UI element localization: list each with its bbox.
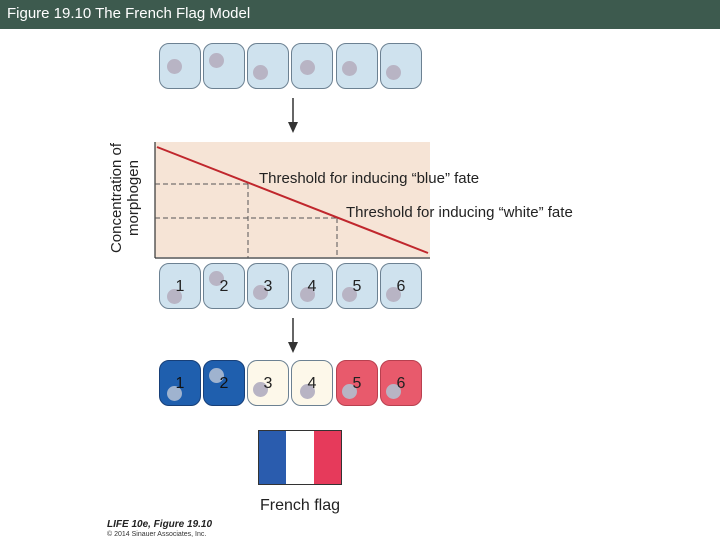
cell — [380, 43, 422, 89]
cell-number: 1 — [175, 375, 185, 392]
nucleus — [209, 368, 224, 383]
cell-number: 5 — [352, 278, 362, 295]
nucleus — [342, 384, 357, 399]
french-flag — [258, 430, 342, 485]
cell-number: 2 — [219, 278, 229, 295]
nucleus — [253, 382, 268, 397]
cell-number: 1 — [175, 278, 185, 295]
cell-number: 5 — [352, 375, 362, 392]
cell — [203, 360, 245, 406]
page-title: Figure 19.10 The French Flag Model — [7, 5, 251, 22]
nucleus — [167, 59, 182, 74]
cell — [380, 263, 422, 309]
arrow-down-icon — [288, 318, 298, 353]
nucleus — [300, 384, 315, 399]
cell — [336, 263, 378, 309]
cell-number: 4 — [307, 375, 317, 392]
nucleus — [386, 384, 401, 399]
flag-white-stripe — [286, 431, 314, 484]
nucleus — [386, 65, 401, 80]
nucleus — [342, 61, 357, 76]
cell-number: 3 — [263, 278, 273, 295]
nucleus — [253, 65, 268, 80]
cell-number: 6 — [396, 278, 406, 295]
flag-red-stripe — [313, 431, 341, 484]
cell — [203, 263, 245, 309]
nucleus — [253, 285, 268, 300]
nucleus — [209, 53, 224, 68]
flag-blue-stripe — [259, 431, 287, 484]
cell — [203, 43, 245, 89]
cell — [247, 43, 289, 89]
cell — [247, 360, 289, 406]
nucleus — [167, 386, 182, 401]
nucleus — [300, 60, 315, 75]
cell — [291, 360, 333, 406]
copyright-notice: © 2014 Sinauer Associates, Inc. — [107, 531, 207, 538]
cell — [291, 263, 333, 309]
figure-credit: LIFE 10e, Figure 19.10 — [107, 519, 213, 530]
cell — [247, 263, 289, 309]
nucleus — [209, 271, 224, 286]
cell — [380, 360, 422, 406]
nucleus — [386, 287, 401, 302]
cell-number: 4 — [307, 278, 317, 295]
cell-number: 3 — [263, 375, 273, 392]
nucleus — [167, 289, 182, 304]
threshold-white-label: Threshold for inducing “white” fate — [346, 204, 573, 221]
arrow-down-icon — [288, 98, 298, 133]
nucleus — [300, 287, 315, 302]
cell — [336, 360, 378, 406]
cell — [159, 263, 201, 309]
nucleus — [342, 287, 357, 302]
morphogen-gradient-line — [156, 146, 429, 254]
title-bar: Figure 19.10 The French Flag Model — [0, 0, 720, 29]
cell-number: 2 — [219, 375, 229, 392]
flag-label: French flag — [259, 497, 341, 514]
cell-number: 6 — [396, 375, 406, 392]
threshold-blue-label: Threshold for inducing “blue” fate — [259, 170, 480, 187]
